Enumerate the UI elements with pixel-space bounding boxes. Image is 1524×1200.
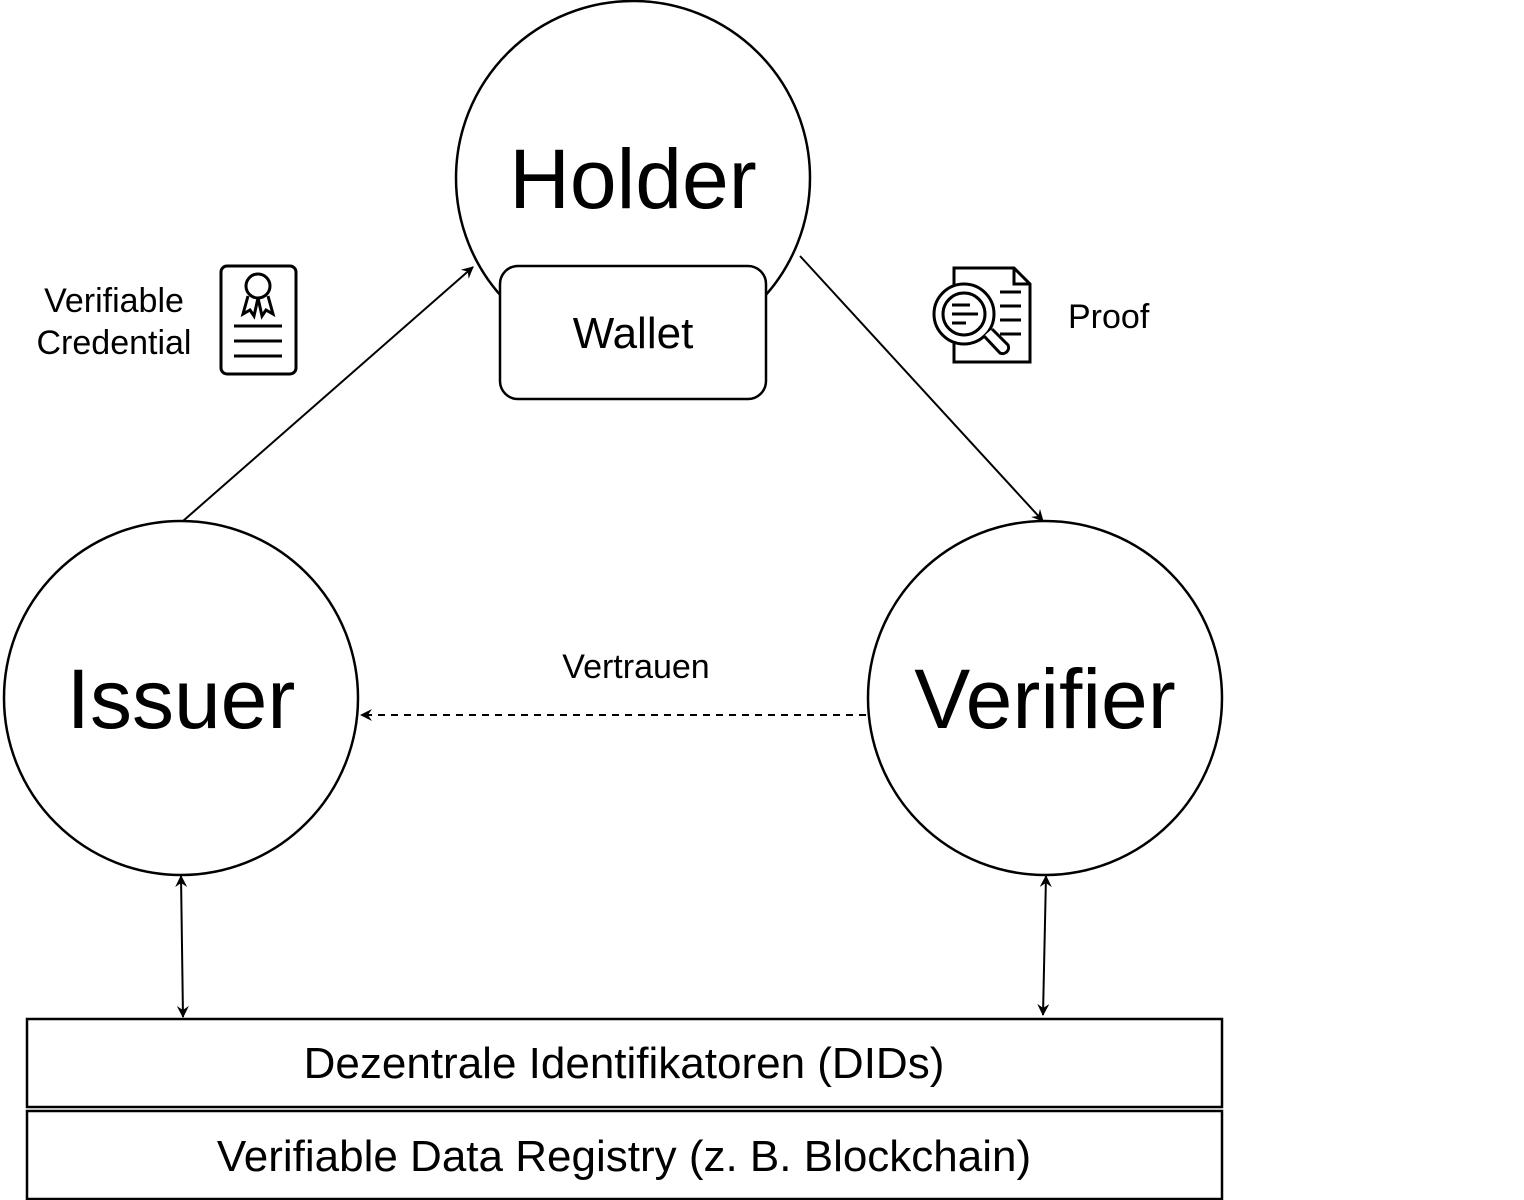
verifier-label: Verifier <box>914 652 1175 746</box>
credential-label-line1: Verifiable <box>44 282 184 320</box>
trust-label: Vertrauen <box>562 648 709 686</box>
verifier-node: Verifier <box>866 519 1224 877</box>
dids-layer: Dezentrale Identifikatoren (DIDs) <box>25 1017 1224 1109</box>
proof-label: Proof <box>1068 298 1150 336</box>
registry-label: Verifiable Data Registry (z. B. Blockcha… <box>217 1132 1031 1181</box>
dids-label: Dezentrale Identifikatoren (DIDs) <box>304 1039 945 1088</box>
issuer-to-holder-arrow <box>182 266 474 522</box>
issuer-node: Issuer <box>2 519 360 877</box>
holder-label: Holder <box>509 132 756 226</box>
registry-layer: Verifiable Data Registry (z. B. Blockcha… <box>25 1109 1224 1200</box>
verifier-dids-arrow <box>1037 875 1052 1016</box>
wallet-box: Wallet <box>498 264 768 401</box>
issuer-label: Issuer <box>67 652 296 746</box>
document-search-icon <box>932 266 1032 364</box>
certificate-icon <box>219 264 298 376</box>
credential-label-line2: Credential <box>37 324 192 362</box>
wallet-label: Wallet <box>573 309 694 358</box>
holder-to-verifier-arrow <box>799 255 1044 522</box>
issuer-dids-arrow <box>175 875 189 1018</box>
